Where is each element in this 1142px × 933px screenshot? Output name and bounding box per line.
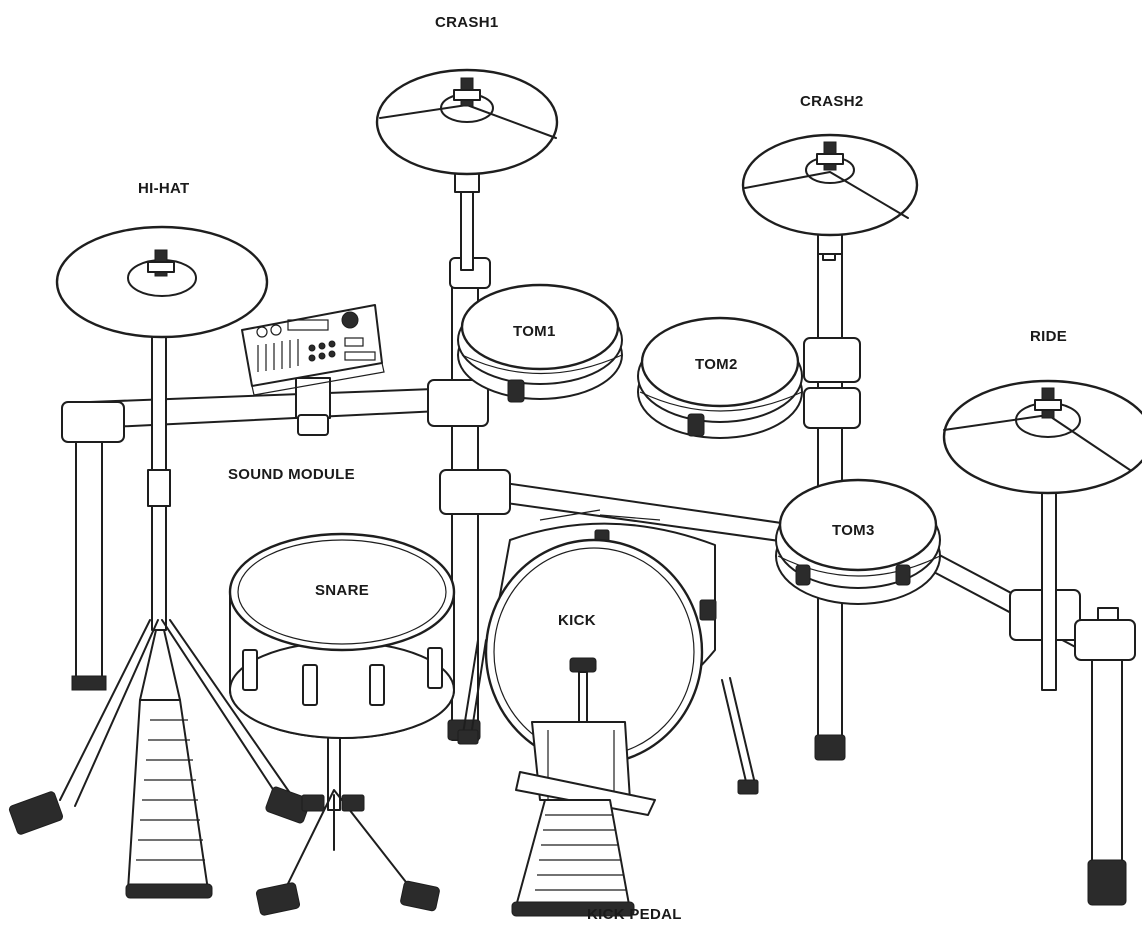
label-tom2: TOM2 (695, 356, 738, 373)
sound-module (241, 304, 385, 436)
label-ride: RIDE (1030, 328, 1068, 345)
kick-pedal (511, 721, 656, 917)
label-crash2: CRASH2 (800, 93, 864, 110)
tom2 (637, 316, 803, 439)
label-tom3: TOM3 (832, 522, 875, 539)
ride-assembly (942, 379, 1142, 495)
label-crash1: CRASH1 (435, 14, 499, 31)
hihat-assembly (8, 225, 311, 899)
label-tom1: TOM1 (513, 323, 556, 340)
crash1-assembly (375, 68, 559, 271)
crash2-assembly (741, 133, 919, 261)
label-hihat: HI-HAT (138, 180, 190, 197)
kick-drum (457, 509, 759, 795)
tom1 (457, 283, 623, 403)
label-kick: KICK (558, 612, 596, 629)
rack-frame (61, 249, 1136, 906)
snare-drum (228, 532, 456, 916)
tom3 (775, 478, 941, 605)
label-sound-module: SOUND MODULE (228, 466, 355, 483)
label-snare: SNARE (315, 582, 370, 599)
label-kick-pedal: KICK PEDAL (587, 906, 682, 923)
